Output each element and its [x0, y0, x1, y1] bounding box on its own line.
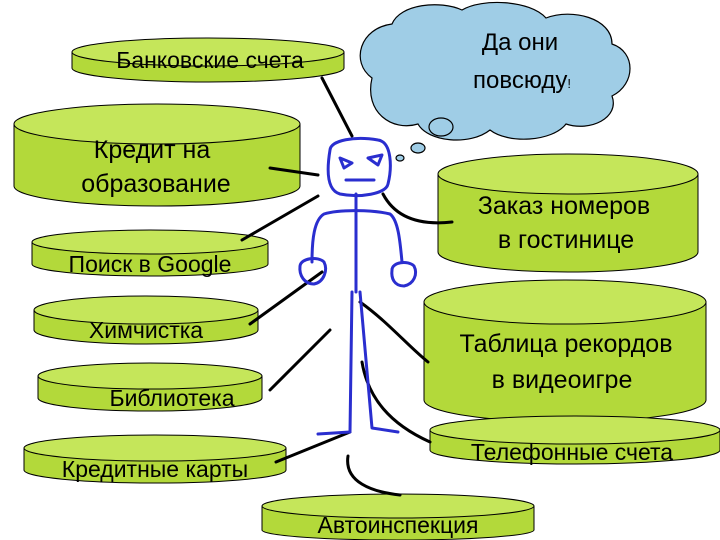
connector-bank-accounts — [322, 78, 352, 136]
drum-google-search: Поиск в Google — [32, 230, 268, 277]
drum-hotel-booking: Заказ номеров в гостинице — [438, 154, 698, 272]
cloud-dot-large — [429, 118, 453, 136]
cloud-text-word: повсюду — [473, 67, 567, 94]
label-videogame-line1: Таблица рекордов — [459, 330, 672, 358]
cloud-text-line2: повсюду! — [473, 67, 571, 94]
label-education-credit-line2: образование — [81, 170, 230, 198]
figure-eye-right — [368, 155, 382, 165]
connector-videogame — [360, 302, 428, 362]
label-hotel-booking-line2: в гостинице — [498, 226, 634, 254]
figure-hand-right — [392, 263, 416, 286]
label-bank-accounts: Банковские счета — [116, 47, 304, 73]
connector-dry-cleaning — [250, 272, 322, 324]
drum-library: Библиотека — [38, 363, 262, 411]
figure-leg-left — [318, 292, 352, 434]
connector-credit-cards — [276, 432, 350, 462]
drum-dry-cleaning: Химчистка — [34, 296, 258, 344]
drum-videogame-top — [424, 280, 706, 324]
connector-traffic-police — [348, 456, 400, 495]
drum-phone-bills: Телефонные счета — [430, 416, 720, 465]
figure-head — [328, 138, 390, 195]
cloud-dot-medium — [411, 143, 425, 153]
drum-hotel-booking-top — [438, 154, 698, 194]
thought-cloud: Да они повсюду! — [360, 2, 630, 161]
cloud-text-line1: Да они — [482, 29, 558, 56]
stick-figure — [300, 138, 416, 434]
connector-phone-bills — [362, 362, 430, 442]
cloud-text-suffix: ! — [567, 76, 571, 91]
label-hotel-booking-line1: Заказ номеров — [478, 192, 650, 220]
label-google-search: Поиск в Google — [69, 251, 232, 277]
label-library: Библиотека — [109, 385, 234, 411]
label-education-credit-line1: Кредит на — [94, 136, 211, 164]
drum-traffic-police: Автоинспекция — [262, 494, 534, 540]
label-phone-bills: Телефонные счета — [471, 439, 673, 465]
figure-leg-right — [360, 292, 398, 432]
label-dry-cleaning: Химчистка — [89, 317, 203, 343]
figure-eye-left — [340, 158, 352, 168]
connector-google-search — [242, 196, 318, 240]
drum-education-credit: Кредит на образование — [14, 104, 300, 206]
label-credit-cards: Кредитные карты — [62, 456, 248, 482]
label-videogame-line2: в видеоигре — [492, 366, 633, 394]
cloud-dot-small — [396, 155, 404, 161]
connector-library — [270, 330, 330, 390]
label-traffic-police: Автоинспекция — [318, 512, 479, 538]
drum-bank-accounts: Банковские счета — [72, 38, 344, 82]
drum-credit-cards: Кредитные карты — [24, 435, 286, 483]
drum-videogame: Таблица рекордов в видеоигре — [424, 280, 706, 422]
